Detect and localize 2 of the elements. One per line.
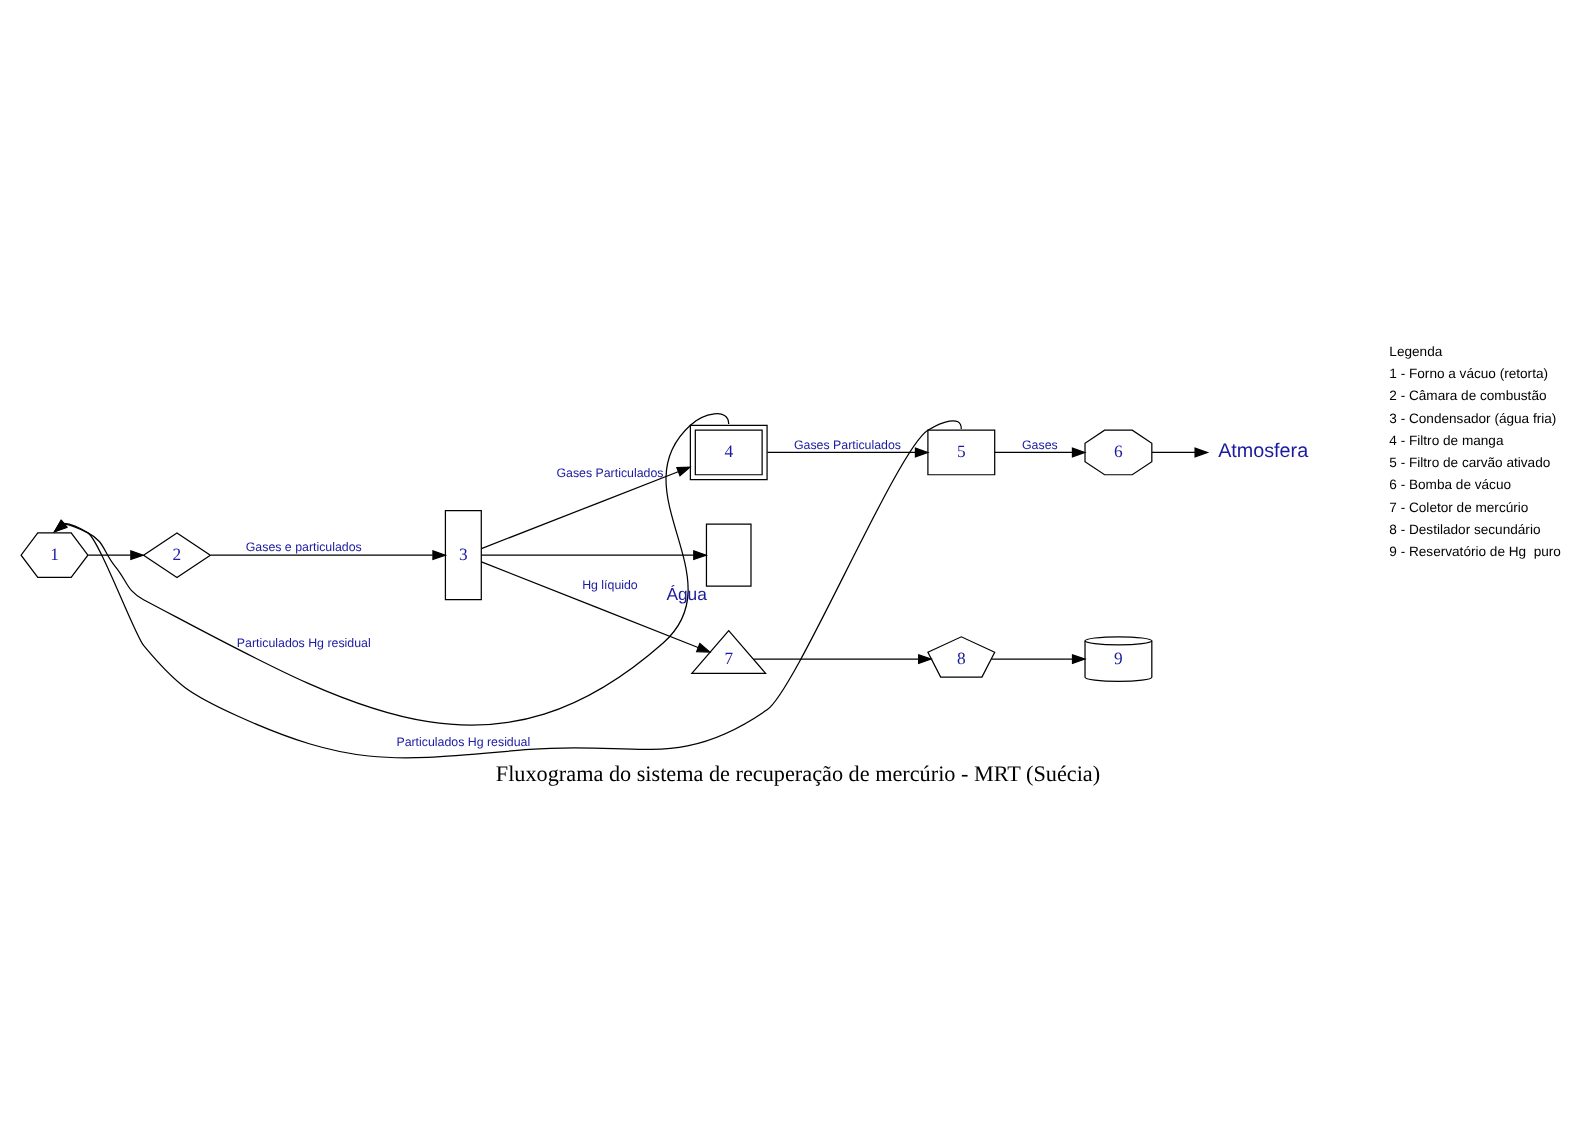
caption: Fluxograma do sistema de recuperação de mercúrio - MRT (Suécia) <box>495 762 1101 787</box>
node-text: Atmosfera <box>1218 440 1309 463</box>
